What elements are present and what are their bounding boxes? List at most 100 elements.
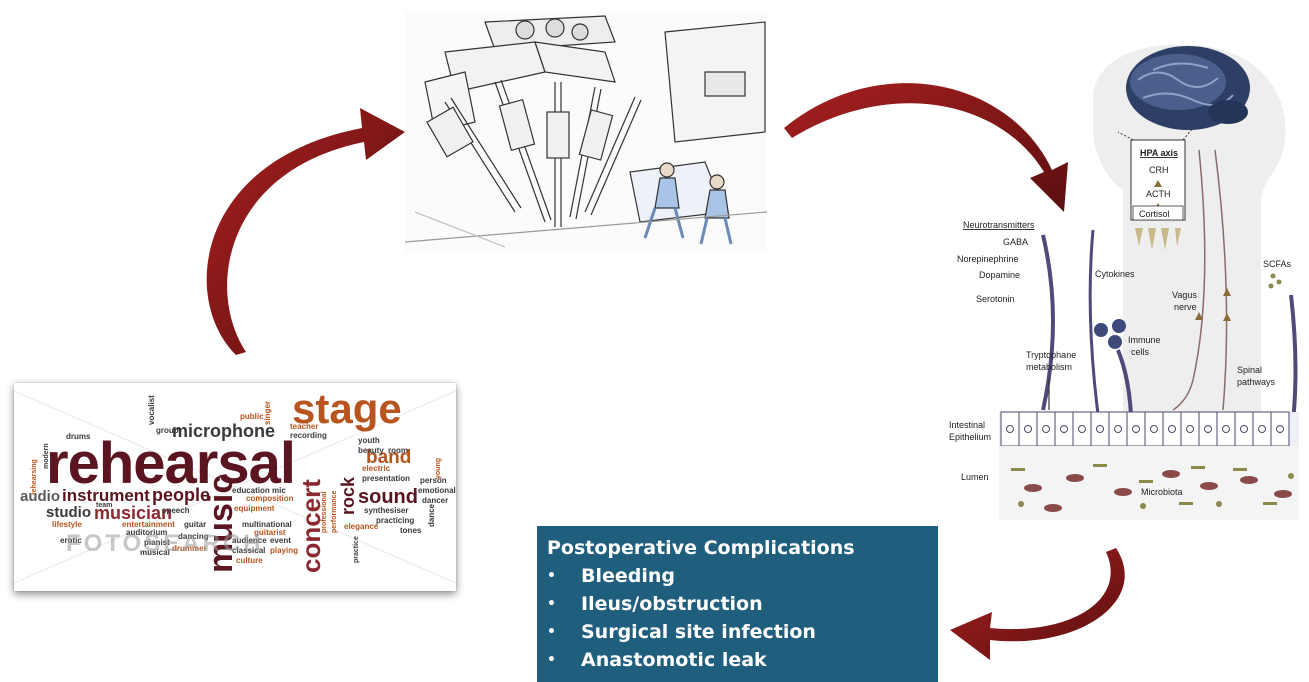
word-dance: dance [427,503,436,527]
complication-ssi: Surgical site infection [581,621,816,643]
word-elegance: elegance [344,522,379,531]
spinal-label-line2: pathways [1237,377,1276,387]
word-erotic: erotic [60,536,82,545]
word-presentation: presentation [362,474,410,483]
word-tones: tones [400,526,422,535]
word-teacher: teacher [290,422,318,431]
epithelium-label-line1: Intestinal [949,420,985,430]
gaba-label: GABA [1003,237,1028,247]
list-item: • Bleeding [547,562,926,590]
word-drums: drums [66,432,91,441]
word-practice: practice [353,536,360,563]
word-person: person [420,476,447,485]
word-playing: playing [270,546,298,555]
word-culture: culture [236,556,263,565]
word-musical: musical [140,548,170,557]
word-vocalist: vocalist [147,395,156,425]
word-sound: sound [358,486,418,508]
dopamine-label: Dopamine [979,270,1020,280]
word-synthesiser: synthesiser [364,506,408,515]
bullet-icon: • [547,624,556,640]
vagus-label-line2: nerve [1174,302,1197,312]
list-item: • Surgical site infection [547,618,926,646]
word-event: event [270,536,291,545]
complications-box: Postoperative Complications • Bleeding • I… [537,526,938,682]
bullet-icon: • [547,568,556,584]
word-room: room [388,446,408,455]
word-practicing: practicing [376,516,414,525]
word-stage: stage [292,385,402,432]
word-equipment: equipment [234,504,275,513]
word-rehearsing: rehearsing [31,459,38,495]
word-entertainment: entertainment [122,520,175,529]
word-guitar: guitar [184,520,206,529]
surgical-robot-illustration [404,12,768,252]
word-lifestyle: lifestyle [52,520,82,529]
scfas-label: SCFAs [1263,259,1292,269]
word-professional: professional [321,491,328,533]
word-rock: rock [338,476,358,515]
word-recording: recording [290,431,327,440]
word-guitarist: guitarist [254,528,286,537]
tryptophane-label-line1: Tryptophane [1026,350,1076,360]
word-singer: singer [263,401,272,425]
word-speech: speech [162,506,190,515]
bullet-icon: • [547,596,556,612]
crh-label: CRH [1149,165,1169,175]
serotonin-label: Serotonin [976,294,1015,304]
gut-brain-axis-diagram: HPA axis CRH ACTH Cortisol Neurotransmit… [943,40,1309,521]
word-dancing: dancing [178,532,209,541]
word-music: music [202,475,240,573]
word-youth: youth [358,436,380,445]
cytokines-label: Cytokines [1095,269,1135,279]
word-dancer: dancer [422,496,448,505]
spinal-label-line1: Spinal [1237,365,1262,375]
list-item: • Ileus/obstruction [547,590,926,618]
acth-label: ACTH [1146,189,1171,199]
word-band: band [366,447,411,468]
microbiota-label: Microbiota [1141,487,1183,497]
word-concert: concert [296,479,326,573]
epithelium-label-line2: Epithelium [949,432,991,442]
word-composition: composition [246,494,294,503]
word-rehearsal: rehearsal [46,431,295,496]
word-performance: performance [331,490,338,533]
vagus-label-line1: Vagus [1172,290,1197,300]
word-instrument: instrument [62,486,150,505]
word-classical: classical [232,546,265,555]
immune-label-line2: cells [1131,347,1150,357]
word-studio: studio [46,504,91,521]
complication-ileus: Ileus/obstruction [581,593,763,615]
arrow-gutbrain-to-complications [950,548,1125,660]
complication-bleeding: Bleeding [581,565,676,587]
word-drummer: drummer [172,544,207,553]
word-electric: electric [362,464,391,473]
word-education: education [232,486,270,495]
word-beauty: beauty [358,446,384,455]
watermark-text: FOTOSEARCH [66,530,264,557]
tryptophane-label-line2: metabolism [1026,362,1072,372]
brain-icon [1126,46,1250,130]
word-mic: mic [272,486,286,495]
norepinephrine-label: Norepinephrine [957,254,1019,264]
word-pianist: pianist [144,538,170,547]
word-public: public [240,412,264,421]
bullet-icon: • [547,652,556,668]
neurotransmitters-label: Neurotransmitters [963,220,1035,230]
word-young: young [435,458,442,479]
lumen-label: Lumen [961,472,989,482]
word-team: team [96,502,112,509]
word-cloud-image: stage microphone rehearsal audio instrum… [14,383,456,591]
list-item: • Anastomotic leak [547,646,926,674]
word-modern: modern [43,443,50,469]
word-audio: audio [20,488,60,505]
cortisol-label: Cortisol [1139,209,1170,219]
immune-label-line1: Immune [1128,335,1161,345]
word-auditorium: auditorium [126,528,167,537]
word-people: people [152,485,210,505]
complications-list: • Bleeding • Ileus/obstruction • Surgical s… [547,562,926,674]
complication-leak: Anastomotic leak [581,649,767,671]
word-audience: audience [232,536,267,545]
complications-title: Postoperative Complications [547,537,855,559]
word-microphone: microphone [172,421,275,441]
